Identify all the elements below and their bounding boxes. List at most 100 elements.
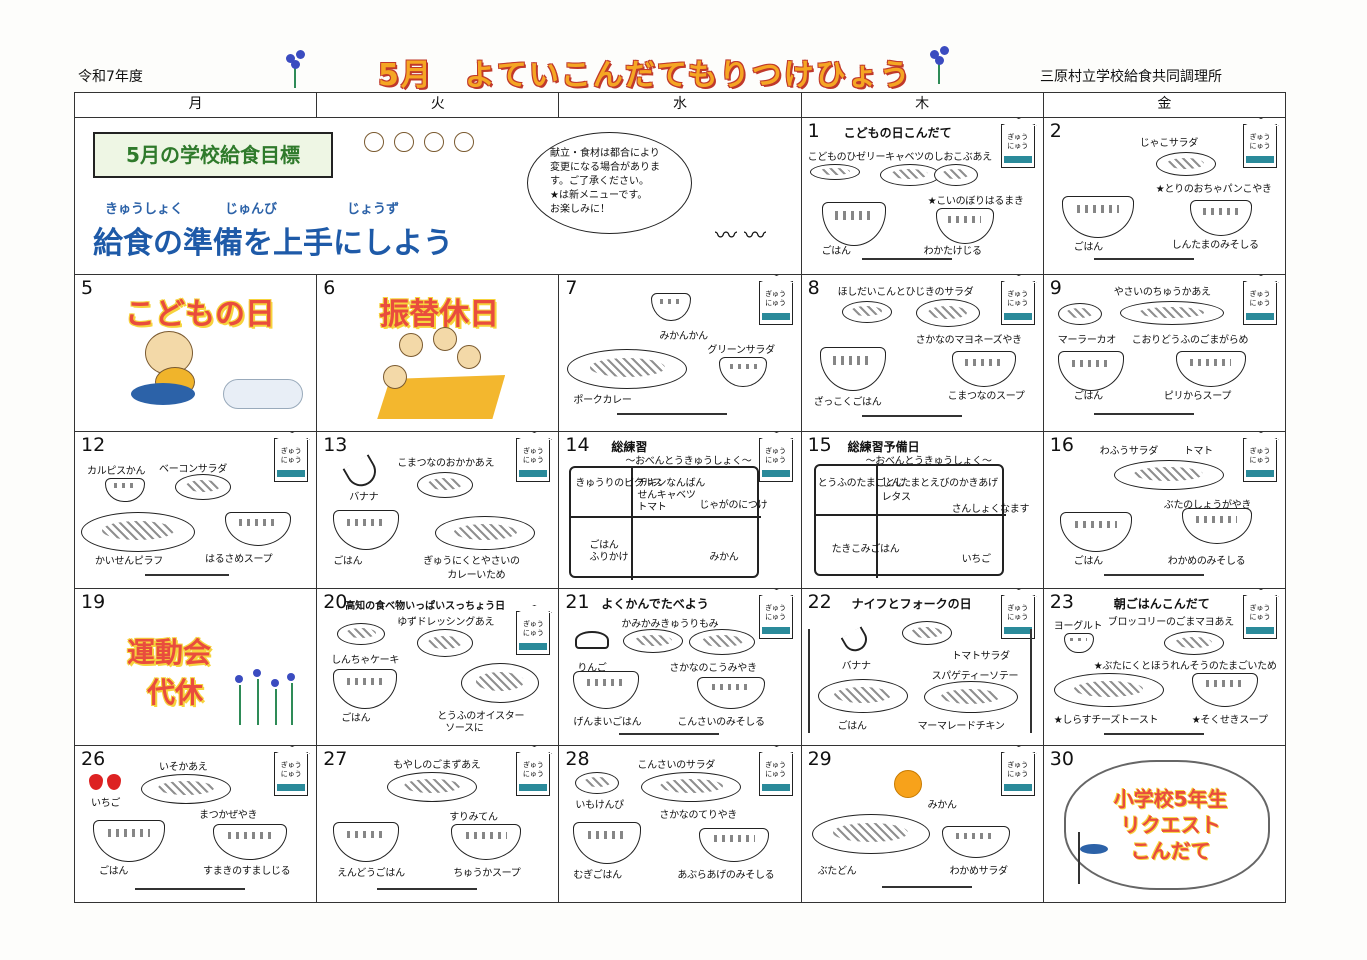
page-header: 令和7年度 5月 よていこんだてもりつけひょう 三原村立学校給食共同調理所 — [0, 0, 1367, 93]
day-cell-27: 27 ぎゅうにゅう もやしのごまずあえ すりみてん えんどうごはん ちゅうかスー… — [316, 745, 560, 903]
soup-bowl-icon — [213, 824, 287, 860]
day-number: 5 — [81, 277, 94, 299]
chopsticks-icon — [1103, 574, 1204, 576]
dish-icon — [175, 474, 231, 500]
weekday-wed: 水 — [558, 92, 802, 118]
menu-change-note: 献立・食材は都合により 変更になる場合がありま す。ご了承ください。 ★は新メニ… — [527, 132, 692, 234]
milk-carton-icon: ぎゅうにゅう — [1000, 281, 1035, 325]
week-row-1: 5月の学校給食目標 きゅうしょく じゅんび じょうず 給食の準備を上手にしよう … — [74, 117, 1287, 275]
day-cell-8: 8 ぎゅうにゅう ほしだいこんとひじきのサラダ さかなのマヨネーズやき ざっこく… — [800, 274, 1044, 432]
holiday-label: 代休 — [147, 676, 204, 709]
dish-icon — [461, 663, 540, 703]
strawberry-icon — [107, 774, 121, 790]
dish-icon — [641, 772, 742, 802]
iris-flowers-illustration — [229, 669, 299, 729]
dish-icon — [141, 774, 231, 804]
menu-item: ごはん — [1073, 391, 1103, 402]
menu-item: ★とりのおちゃパンこやき — [1155, 184, 1272, 195]
day-cell-2: 2 ぎゅうにゅう じゃこサラダ ★とりのおちゃパンこやき ごはん しんたまのみそ… — [1042, 117, 1287, 275]
menu-item: こんさいのサラダ — [637, 760, 715, 771]
menu-item: はるさめスープ — [205, 554, 273, 565]
day-cell-6: 6 振替休日 — [316, 274, 560, 432]
milk-carton-icon: ぎゅうにゅう — [516, 752, 551, 796]
day-cell-9: 9 ぎゅうにゅう やさいのちゅうかあえ マーラーカオ こおりどうふのごまがらめ … — [1042, 274, 1287, 432]
menu-item: こまつなのスープ — [947, 391, 1025, 402]
rice-bowl-icon — [821, 202, 886, 246]
milk-carton-icon: ぎゅうにゅう — [1243, 281, 1277, 325]
chopsticks-icon — [1093, 413, 1194, 415]
spoon-icon — [617, 413, 728, 415]
apple-icon — [575, 631, 610, 649]
menu-item: こまつなのおかかあえ — [397, 458, 495, 469]
day-cell-23: 23 朝ごはんこんだて ぎゅうにゅう ヨーグルト ブロッコリーのごまマヨあえ ★… — [1042, 588, 1287, 746]
menu-item: ポークカレー — [573, 395, 632, 406]
carp-streamer-icon — [1079, 844, 1108, 854]
menu-item: マーマレードチキン — [917, 721, 1005, 732]
dish-icon — [1113, 460, 1224, 490]
dish-icon — [1155, 152, 1216, 176]
day-number: 16 — [1049, 434, 1074, 456]
menu-item: さかなのこうみやき — [669, 663, 757, 674]
milk-carton-icon: ぎゅうにゅう — [758, 752, 793, 796]
milk-carton-icon: ぎゅうにゅう — [1243, 124, 1277, 168]
day-number: 12 — [81, 434, 106, 456]
day-number: 20 — [323, 591, 348, 613]
day-cell-19: 19 運動会 代休 — [73, 588, 318, 746]
soup-bowl-icon — [935, 208, 994, 244]
milk-carton-icon: ぎゅうにゅう — [1000, 595, 1035, 639]
chopsticks-icon — [619, 733, 720, 735]
child-illustration — [383, 365, 408, 389]
rice-bowl-icon — [1059, 512, 1132, 552]
menu-item: みかん — [709, 552, 739, 563]
menu-item: トマトサラダ — [951, 651, 1011, 662]
special-menu-title: ナイフとフォークの日 — [851, 597, 972, 611]
banana-icon — [342, 454, 382, 492]
request-line: こんだて — [1130, 839, 1211, 863]
special-menu-title: よくかんでたべよう — [601, 597, 709, 611]
soup-bowl-icon — [697, 677, 766, 709]
salad-bowl-icon — [941, 826, 1010, 858]
week-row-3: 12 ぎゅうにゅう カルピスかん ベーコンサラダ かいせんピラフ はるさめスープ… — [73, 431, 1287, 589]
carp-streamer-icon — [1077, 832, 1108, 884]
menu-item: ごはん — [99, 866, 129, 877]
menu-item: えんどうごはん — [337, 868, 405, 879]
milk-carton-icon: ぎゅうにゅう — [758, 595, 793, 639]
chopsticks-icon — [377, 888, 478, 890]
menu-item: やさいのちゅうかあえ — [1113, 287, 1211, 298]
dish-icon — [809, 164, 860, 180]
dish-icon — [1119, 301, 1224, 325]
menu-item: トマト — [1183, 446, 1213, 457]
day-cell-15: 15 総練習予備日 ～おべんとうきゅうしょく～ とうふのたまごとじ しんたまとえ… — [800, 431, 1044, 589]
menu-item: こおりどうふのごまがらめ — [1131, 335, 1249, 346]
swallow-birds-icon: 〰 〰 — [715, 224, 766, 249]
menu-item: わふうサラダ — [1099, 446, 1159, 457]
day-number: 29 — [807, 748, 832, 770]
menu-item: マーラーカオ — [1057, 335, 1117, 346]
menu-item: きゅうりのピクルス — [575, 478, 663, 489]
holiday-label: 運動会 — [127, 636, 212, 669]
menu-item: じゃがのにつけ — [699, 500, 768, 511]
milk-carton-icon: ぎゅうにゅう — [1000, 752, 1035, 796]
iris-flower-icon — [282, 48, 308, 88]
note-line: 変更になる場合がありま — [550, 162, 660, 173]
milk-carton-icon: ぎゅうにゅう — [516, 438, 551, 482]
bento-subtitle: ～おべんとうきゅうしょく～ — [625, 456, 752, 467]
menu-item: カレーいため — [447, 570, 506, 581]
dish-icon — [879, 164, 940, 186]
day-number: 22 — [807, 591, 832, 613]
menu-item: みかんかん — [659, 331, 708, 342]
menu-item: たきこみごはん — [831, 544, 900, 555]
week-row-5: 26 ぎゅうにゅう いそかあえ いちご まつかぜやき ごはん すまきのすましじる… — [73, 745, 1287, 903]
day-cell-7: 7 ぎゅうにゅう みかんかん グリーンサラダ ポークカレー — [558, 274, 802, 432]
cooks-illustration — [360, 126, 480, 182]
menu-item: とうふのオイスター — [437, 711, 525, 722]
monthly-goal-panel: 5月の学校給食目標 きゅうしょく じゅんび じょうず 給食の準備を上手にしよう … — [74, 117, 802, 275]
dish-icon — [923, 681, 1018, 713]
request-cloud — [1063, 760, 1270, 890]
menu-item: むぎごはん — [573, 870, 622, 881]
weekday-mon: 月 — [73, 92, 318, 118]
menu-item: カルピスかん — [87, 466, 146, 477]
dessert-cup-icon — [105, 478, 145, 502]
menu-item: ベーコンサラダ — [159, 464, 227, 475]
menu-item: ごはん — [1073, 556, 1103, 567]
